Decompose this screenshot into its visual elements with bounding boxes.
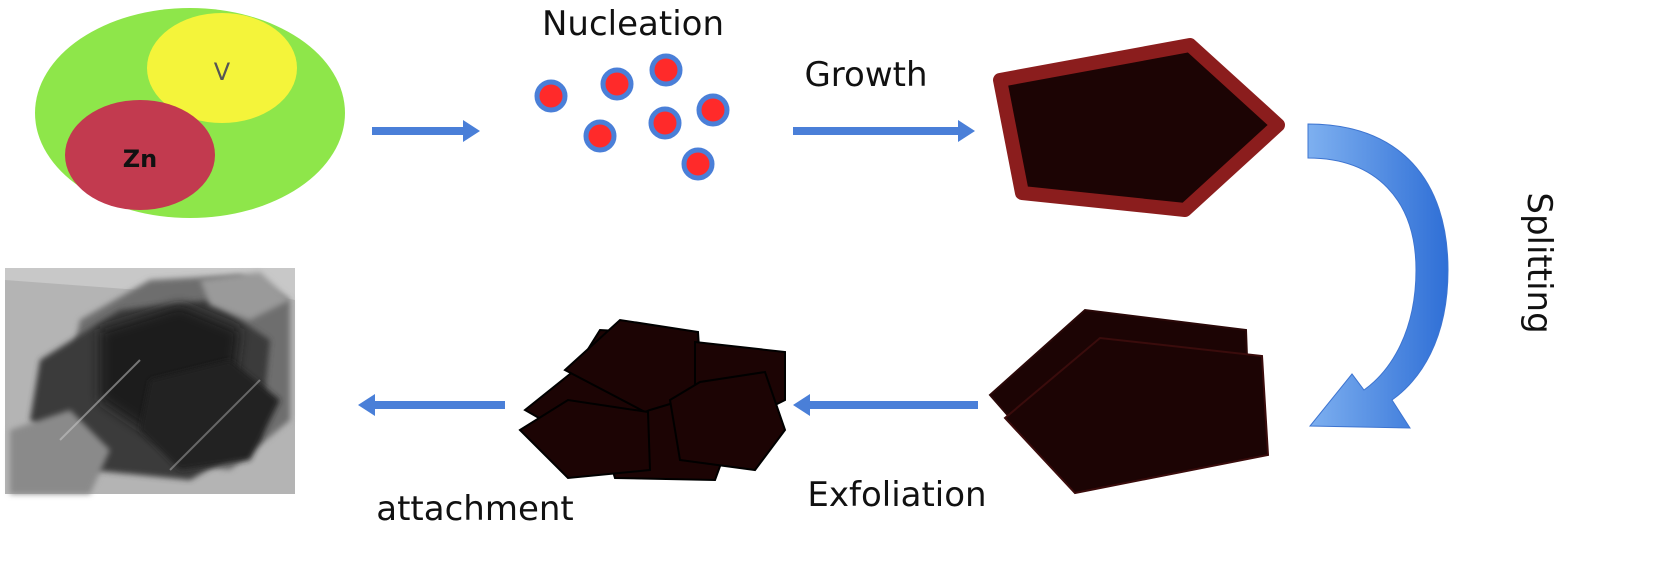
arrow-to-attachment	[358, 394, 505, 416]
nucleus	[534, 79, 568, 113]
sheet	[668, 370, 787, 472]
tem-micrograph	[5, 268, 295, 494]
splitting-arrow	[1307, 123, 1449, 429]
nucleus	[583, 119, 617, 153]
nucleus	[649, 53, 683, 87]
nucleus	[681, 147, 715, 181]
exfoliated-sheets	[518, 318, 787, 482]
nucleus	[696, 93, 730, 127]
zinc-circle	[65, 100, 215, 210]
arrow-to-nucleation	[372, 120, 480, 142]
precursor-ellipse: V Zn	[35, 8, 345, 218]
nucleation-label: Nucleation	[542, 4, 724, 44]
arrow-to-growth	[793, 120, 975, 142]
nuclei-cluster	[534, 53, 730, 181]
nucleus	[600, 67, 634, 101]
zinc-label: Zn	[123, 145, 158, 173]
growth-label: Growth	[804, 55, 927, 95]
arrow-to-exfoliation	[793, 394, 978, 416]
sheet	[518, 398, 652, 480]
vanadium-circle	[147, 13, 297, 123]
split-crystals	[988, 308, 1270, 495]
vanadium-label: V	[214, 58, 231, 86]
exfoliation-label: Exfoliation	[807, 475, 986, 515]
attachment-label: attachment	[376, 489, 574, 529]
split-crystal-front	[1003, 336, 1270, 495]
grown-crystal	[993, 38, 1285, 217]
splitting-label: Splitting	[1519, 192, 1559, 333]
nucleus	[648, 106, 682, 140]
